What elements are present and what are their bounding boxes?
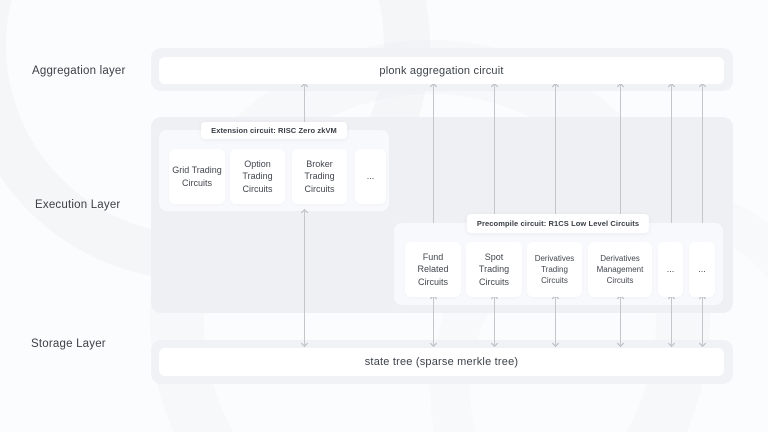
precompile-circuit-label: Precompile circuit: R1CS Low Level Circu…: [466, 214, 650, 233]
arrow-ellipsis1-to-aggregation: [667, 82, 676, 223]
arrow-fund-to-state-tree: [429, 294, 438, 348]
aggregation-layer-label: Aggregation layer: [32, 65, 126, 77]
derivatives-management-circuits-box: Derivatives Management Circuits: [588, 242, 652, 297]
arrow-fund-to-aggregation: [429, 82, 438, 223]
extension-ellipsis-box: ...: [355, 149, 386, 204]
precompile-ellipsis-box-2: ...: [689, 242, 715, 297]
arrow-spot-to-aggregation: [490, 82, 499, 223]
arrow-ellipsis2-to-state-tree: [698, 294, 707, 348]
derivatives-trading-circuits-box: Derivatives Trading Circuits: [527, 242, 582, 297]
arrow-ellipsis2-to-aggregation: [698, 82, 707, 223]
grid-trading-circuits-box: Grid Trading Circuits: [169, 149, 225, 204]
spot-trading-circuits-box: Spot Trading Circuits: [466, 242, 522, 297]
fund-related-circuits-box: Fund Related Circuits: [405, 242, 461, 297]
precompile-ellipsis-box-1: ...: [658, 242, 683, 297]
arrow-derivatives-management-to-state-tree: [616, 294, 625, 348]
arrow-extension-to-aggregation: [300, 82, 309, 130]
arrow-derivatives-trading-to-state-tree: [551, 294, 560, 348]
arrow-spot-to-state-tree: [490, 294, 499, 348]
storage-layer-label: Storage Layer: [31, 338, 106, 350]
option-trading-circuits-box: Option Trading Circuits: [230, 149, 285, 204]
arrow-derivatives-trading-to-aggregation: [551, 82, 560, 223]
broker-trading-circuits-box: Broker Trading Circuits: [292, 149, 347, 204]
state-tree-box: state tree (sparse merkle tree): [159, 348, 724, 376]
execution-layer-label: Execution Layer: [35, 199, 121, 211]
extension-circuit-label: Extension circuit: RISC Zero zkVM: [201, 122, 347, 139]
plonk-aggregation-circuit-box: plonk aggregation circuit: [159, 57, 724, 84]
arrow-derivatives-management-to-aggregation: [616, 82, 625, 223]
arrow-extension-to-state-tree: [300, 208, 309, 348]
arrow-ellipsis1-to-state-tree: [667, 294, 676, 348]
state-tree-text: state tree (sparse merkle tree): [364, 356, 519, 368]
plonk-aggregation-circuit-text: plonk aggregation circuit: [379, 64, 504, 77]
